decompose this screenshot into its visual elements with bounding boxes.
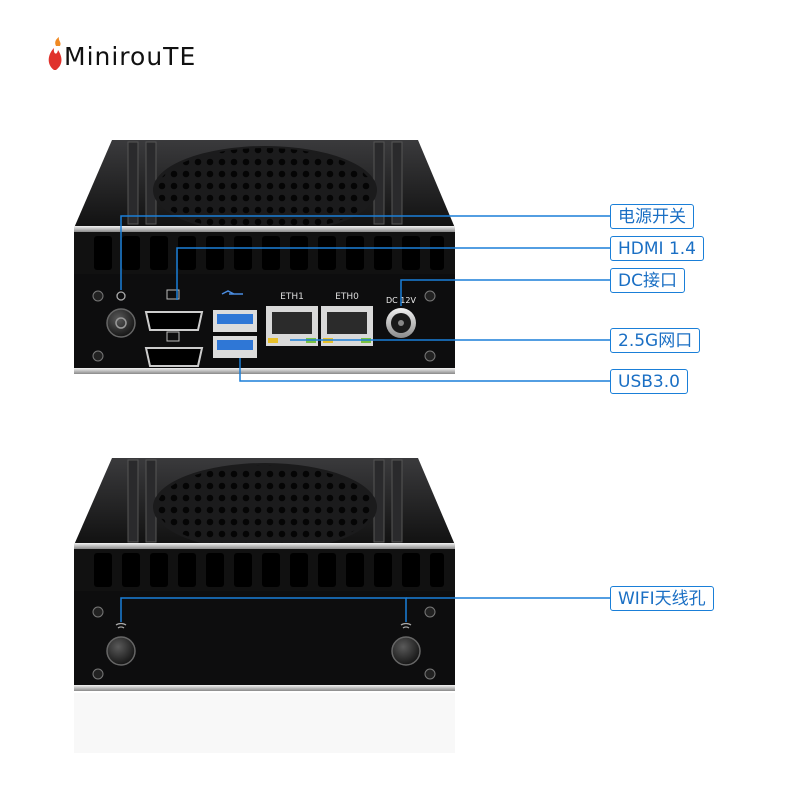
- callout-wifi-antenna: WIFI天线孔: [610, 586, 714, 611]
- front-unit: ETH1 ETH0 DC 12V: [74, 140, 455, 374]
- logo-text: MinirouTE: [64, 42, 197, 71]
- flame-icon: [48, 37, 62, 70]
- usb-ports: [213, 290, 257, 358]
- callout-hdmi: HDMI 1.4: [610, 236, 704, 261]
- hdmi-ports: [144, 289, 204, 367]
- callout-dc-port: DC接口: [610, 268, 685, 293]
- wifi-antenna-holes: [106, 622, 421, 666]
- callout-lines: [120, 215, 610, 622]
- brand-logo: MinirouTE: [44, 36, 224, 76]
- eth1-label: ETH1: [280, 292, 304, 302]
- callout-usb: USB3.0: [610, 369, 688, 394]
- callout-lan-port: 2.5G网口: [610, 328, 701, 353]
- power-button: [106, 291, 136, 338]
- eth0-label: ETH0: [335, 292, 359, 302]
- callout-power-switch: 电源开关: [610, 204, 694, 229]
- back-unit: [74, 458, 455, 753]
